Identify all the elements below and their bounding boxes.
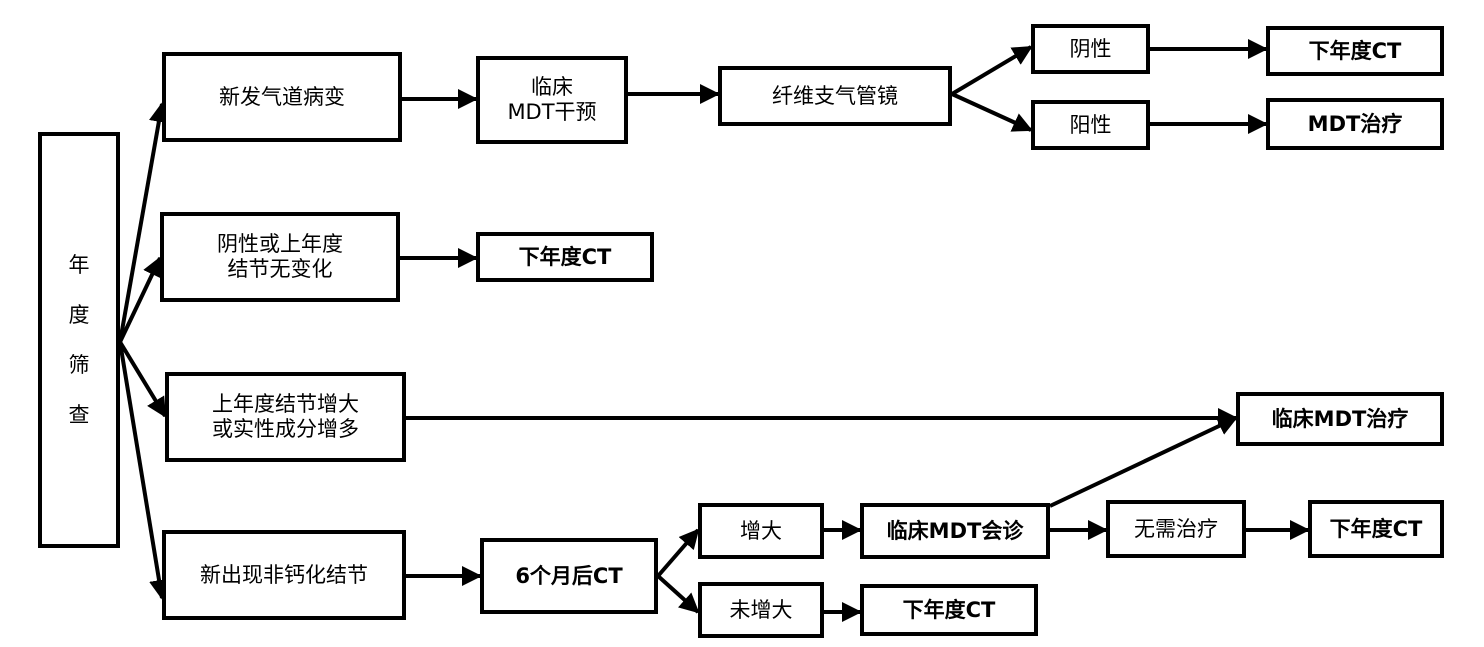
node-clinical-mdt-treatment-label: 临床MDT治疗	[1271, 406, 1409, 431]
node-bronchoscopy-label: 纤维支气管镜	[772, 83, 898, 108]
node-no-treatment-needed-label: 无需治疗	[1134, 516, 1218, 541]
node-annual-screening: 年 度 筛 查	[38, 132, 120, 548]
node-new-airway-lesion-label: 新发气道病变	[219, 84, 345, 109]
node-not-increased: 未增大	[698, 582, 824, 638]
node-new-noncalcified-nodule: 新出现非钙化结节	[162, 530, 406, 620]
arrow-ct6m-to-no-increase	[656, 574, 700, 614]
node-clinical-mdt-consultation-label: 临床MDT会诊	[886, 518, 1024, 543]
node-nodule-enlarged-label: 上年度结节增大 或实性成分增多	[212, 392, 359, 441]
arrow-root-to-enlarged	[118, 340, 167, 418]
node-negative: 阴性	[1031, 24, 1150, 74]
node-next-year-ct-3-label: 下年度CT	[1329, 516, 1423, 541]
node-mdt-treatment-label: MDT治疗	[1307, 111, 1403, 136]
node-next-year-ct-1-label: 下年度CT	[1308, 38, 1402, 63]
node-increased: 增大	[698, 503, 824, 559]
node-next-year-ct-2-label: 下年度CT	[518, 244, 612, 269]
arrow-root-to-neg-nochange	[118, 256, 162, 343]
node-positive: 阳性	[1031, 100, 1150, 150]
arrow-mdt-consult-to-clinical-mdt	[1049, 416, 1238, 508]
node-new-noncalcified-nodule-label: 新出现非钙化结节	[200, 562, 368, 587]
node-nodule-enlarged: 上年度结节增大 或实性成分增多	[165, 372, 406, 462]
arrow-bronchoscopy-to-negative	[950, 45, 1033, 96]
node-next-year-ct-4: 下年度CT	[860, 584, 1038, 636]
node-clinical-mdt-intervention-label: 临床 MDT干预	[507, 75, 597, 124]
node-next-year-ct-3: 下年度CT	[1308, 500, 1444, 558]
node-ct-after-6-months-label: 6个月后CT	[515, 563, 623, 588]
node-positive-label: 阳性	[1069, 112, 1112, 137]
node-next-year-ct-1: 下年度CT	[1266, 26, 1444, 76]
node-clinical-mdt-consultation: 临床MDT会诊	[860, 503, 1050, 559]
node-clinical-mdt-intervention: 临床 MDT干预	[476, 56, 628, 144]
node-ct-after-6-months: 6个月后CT	[480, 538, 658, 614]
node-clinical-mdt-treatment: 临床MDT治疗	[1236, 392, 1444, 446]
node-no-treatment-needed: 无需治疗	[1106, 500, 1246, 558]
arrow-bronchoscopy-to-positive	[951, 92, 1033, 132]
node-not-increased-label: 未增大	[729, 597, 793, 622]
node-new-airway-lesion: 新发气道病变	[162, 52, 402, 142]
arrow-ct6m-to-increase	[656, 528, 700, 578]
node-annual-screening-label: 年 度 筛 查	[68, 253, 90, 427]
node-next-year-ct-4-label: 下年度CT	[902, 597, 996, 622]
node-negative-or-no-change: 阴性或上年度 结节无变化	[160, 212, 400, 302]
node-increased-label: 增大	[740, 518, 782, 543]
arrow-root-to-new-airway	[118, 102, 169, 343]
node-negative-or-no-change-label: 阴性或上年度 结节无变化	[217, 232, 343, 281]
node-next-year-ct-2: 下年度CT	[476, 232, 654, 282]
node-negative-label: 阴性	[1069, 36, 1112, 61]
node-bronchoscopy: 纤维支气管镜	[718, 66, 952, 126]
node-mdt-treatment: MDT治疗	[1266, 98, 1444, 150]
arrow-root-to-new-noncalc	[118, 341, 169, 600]
